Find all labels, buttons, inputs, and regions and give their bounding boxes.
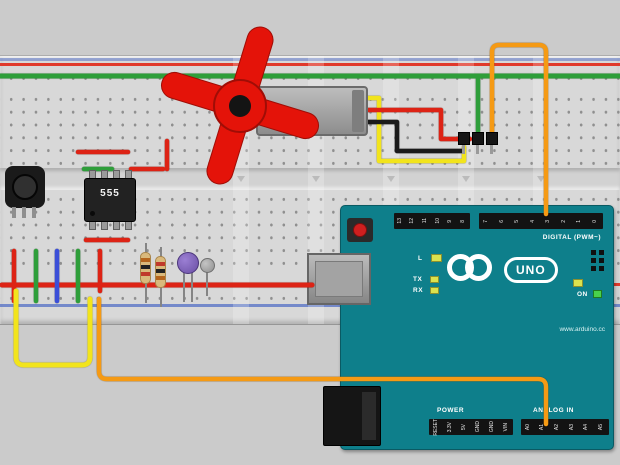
pin-label: 13	[396, 218, 403, 224]
pin-label: 12	[409, 218, 416, 224]
digital-header-right[interactable]: 7 6 5 4 3 2 1 0	[479, 213, 603, 229]
channel-notch	[387, 176, 395, 182]
analog-label: ANALOG IN	[533, 407, 574, 414]
capacitor-ceramic[interactable]	[200, 258, 215, 273]
potentiometer-knob[interactable]	[12, 174, 38, 200]
pin-label: 4	[529, 219, 536, 223]
channel-notch	[312, 176, 320, 182]
pin-label: 8	[460, 219, 467, 223]
pin-label: 3	[545, 219, 552, 223]
power-header[interactable]: RESET 3.3V 5V GND GND VIN	[429, 419, 513, 435]
center-channel	[0, 168, 620, 190]
connector-pin	[486, 132, 498, 145]
pin-label: 0	[591, 219, 598, 223]
logo-ring-right	[465, 254, 492, 281]
led-on	[593, 290, 602, 298]
digital-header-left[interactable]: 13 12 11 10 9 8	[394, 213, 470, 229]
led-l	[431, 254, 442, 262]
pin-label: GND	[474, 421, 481, 433]
led-rx	[430, 287, 439, 294]
top-rail-red-line	[0, 63, 620, 66]
channel-notch	[462, 176, 470, 182]
pin-label: GND	[488, 421, 495, 433]
connector-stub	[490, 145, 493, 154]
channel-notch	[237, 176, 245, 182]
resistor-1[interactable]	[140, 252, 151, 284]
on-label: ON	[577, 291, 588, 298]
pin-label: 1	[576, 219, 583, 223]
arduino-website-text: www.arduino.cc	[559, 326, 605, 333]
pin-label: 5V	[460, 423, 467, 431]
icsp-header[interactable]	[591, 250, 604, 271]
reset-button-cap	[353, 223, 367, 237]
pin-label: 10	[434, 218, 441, 224]
pin-label: A3	[568, 423, 575, 431]
pin-label: 9	[447, 219, 454, 223]
pin-label: A1	[539, 423, 546, 431]
capacitor-lead	[206, 268, 208, 296]
pin-label: 2	[560, 219, 567, 223]
potentiometer-leg	[22, 207, 26, 218]
ic-555-timer[interactable]: 555	[84, 178, 136, 222]
potentiometer-leg	[32, 207, 36, 218]
pin-label: 5	[514, 219, 521, 223]
pin-label: VIN	[502, 422, 509, 432]
capacitor-purple[interactable]	[177, 252, 199, 274]
potentiometer[interactable]	[5, 166, 45, 218]
ic-pin	[101, 221, 108, 230]
usb-connector-inner	[315, 261, 363, 297]
pin-label: 3.3V	[446, 421, 453, 433]
connector-stub	[462, 145, 465, 154]
analog-header[interactable]: A0 A1 A2 A3 A4 A5	[521, 419, 609, 435]
led-l-label: L	[418, 255, 423, 262]
power-jack[interactable]	[323, 386, 381, 446]
pin-label: 11	[422, 218, 429, 224]
ic-pin	[125, 221, 132, 230]
resistor-2[interactable]	[155, 256, 166, 288]
resistor-band	[156, 262, 165, 266]
ic-pin	[89, 221, 96, 230]
connector-pin	[458, 132, 470, 145]
pin-label: 7	[483, 219, 490, 223]
pin-label: RESET	[432, 418, 439, 436]
servo-pin-connector[interactable]	[458, 132, 500, 158]
resistor-band	[141, 272, 150, 276]
led-tx	[430, 276, 439, 283]
pin-label: A4	[583, 423, 590, 431]
connector-stub	[476, 145, 479, 154]
pin-label: A2	[554, 423, 561, 431]
pin-label: A5	[598, 423, 605, 431]
resistor-band	[141, 258, 150, 262]
usb-connector[interactable]	[307, 253, 371, 305]
resistor-band	[141, 265, 150, 269]
connector-pin	[472, 132, 484, 145]
power-jack-inner	[362, 392, 376, 440]
resistor-band	[156, 276, 165, 280]
digital-label: DIGITAL (PWM~)	[542, 234, 601, 241]
ic-555-label: 555	[100, 188, 120, 199]
ic-pin	[113, 221, 120, 230]
pin-label: A0	[524, 423, 531, 431]
servo-horn-center	[229, 95, 251, 117]
servo-end-cap	[352, 90, 364, 132]
pin-label: 6	[498, 219, 505, 223]
arduino-infinity-logo	[447, 254, 492, 281]
led-tx-label: TX	[413, 276, 423, 283]
reset-button[interactable]	[347, 218, 373, 242]
resistor-band	[156, 269, 165, 273]
potentiometer-leg	[12, 207, 16, 218]
led-aux	[573, 279, 583, 287]
power-label: POWER	[437, 407, 465, 414]
ic-pin1-dot	[90, 211, 95, 216]
led-rx-label: RX	[413, 287, 424, 294]
top-rail-blue-line	[0, 58, 620, 61]
uno-badge: UNO	[504, 257, 558, 283]
